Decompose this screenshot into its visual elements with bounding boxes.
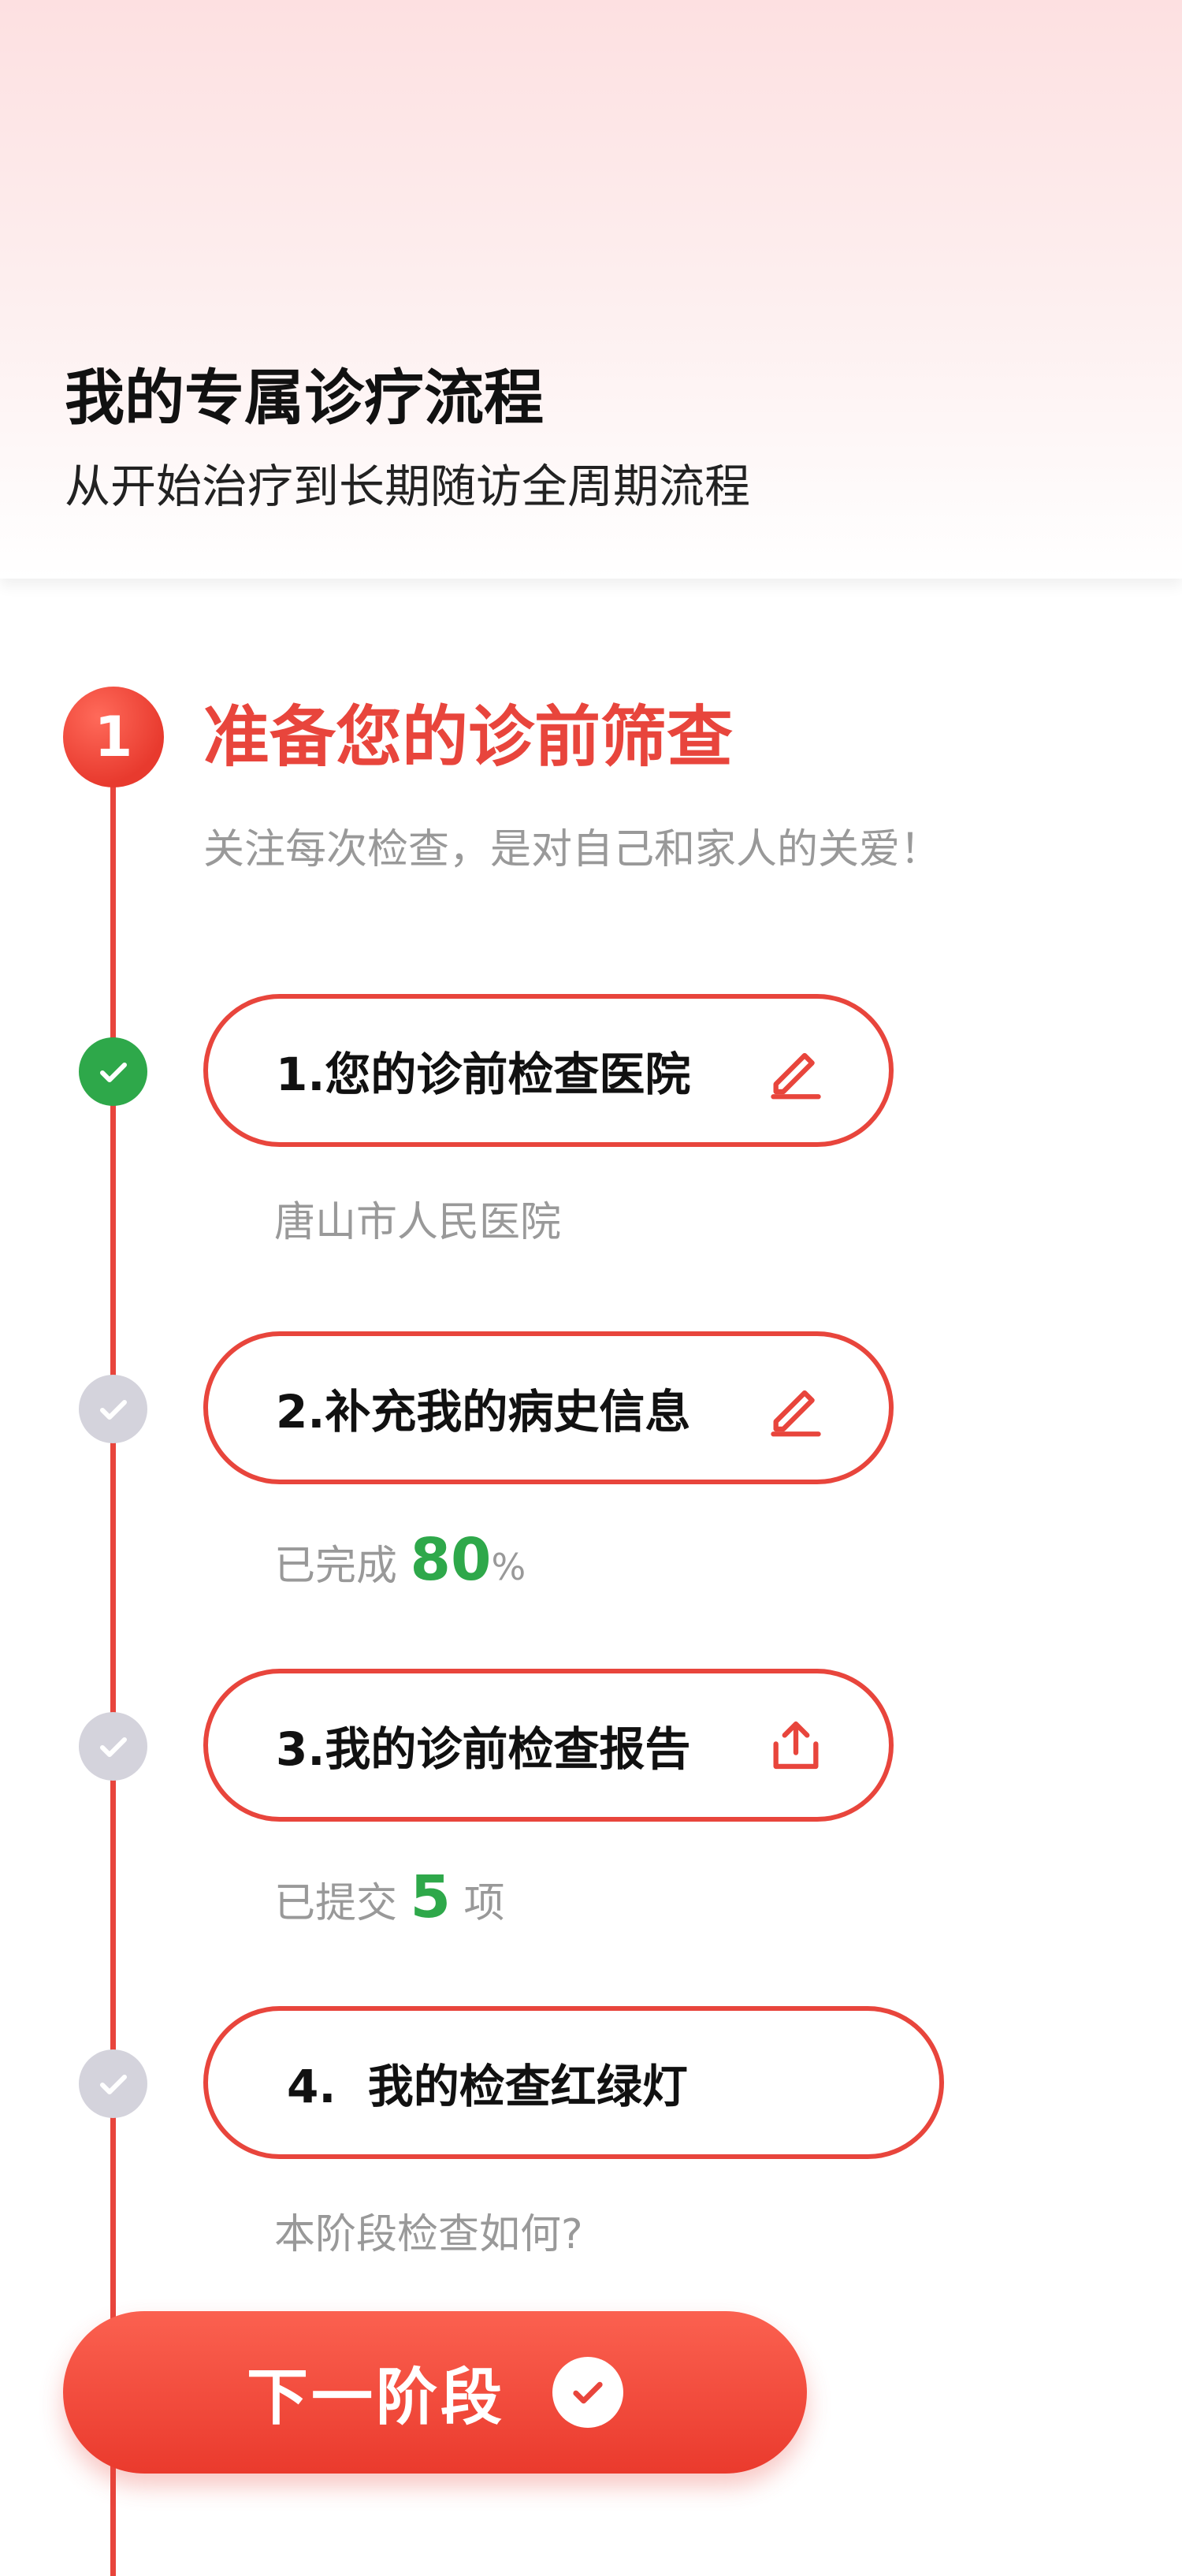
step-1-hospital-button[interactable]: 1.您的诊前检查医院 [203, 994, 894, 1147]
step-2-progress-text: 已完成 80% [274, 1524, 526, 1603]
stage-subtitle: 关注每次检查，是对自己和家人的关爱！ [203, 826, 942, 873]
upload-icon[interactable] [766, 1715, 826, 1775]
next-stage-label: 下一阶段 [246, 2362, 505, 2433]
step-1-status-check-icon [79, 1037, 147, 1106]
edit-icon[interactable] [766, 1378, 826, 1438]
next-stage-button[interactable]: 下一阶段 [63, 2311, 807, 2474]
step-3-label: 3.我的诊前检查报告 [276, 1722, 691, 1776]
timeline-line [110, 733, 116, 2576]
step-3-report-button[interactable]: 3.我的诊前检查报告 [203, 1669, 894, 1822]
step-3-submitted-suffix: 项 [451, 1880, 505, 1927]
step-4-label: 4. 我的检查红绿灯 [287, 2060, 688, 2113]
step-1-hospital-name: 唐山市人民医院 [274, 1199, 562, 1246]
page-subtitle: 从开始治疗到长期随访全周期流程 [65, 460, 751, 513]
step-3-submitted-prefix: 已提交 [274, 1880, 411, 1927]
step-2-progress-value: 80 [410, 1526, 492, 1594]
step-2-progress-prefix: 已完成 [274, 1543, 411, 1590]
step-2-medical-history-button[interactable]: 2.补充我的病史信息 [203, 1331, 894, 1484]
page-title: 我的专属诊疗流程 [65, 363, 544, 433]
step-3-submitted-value: 5 [410, 1863, 452, 1931]
step-3-submitted-text: 已提交 5 项 [274, 1862, 505, 1939]
page-header: 我的专属诊疗流程 从开始治疗到长期随访全周期流程 [0, 0, 1182, 579]
step-1-label: 1.您的诊前检查医院 [276, 1048, 691, 1101]
step-4-traffic-light-button[interactable]: 4. 我的检查红绿灯 [203, 2006, 944, 2159]
check-circle-icon [552, 2357, 623, 2428]
step-2-status-check-icon [79, 1375, 147, 1443]
step-4-question-text: 本阶段检查如何? [274, 2211, 583, 2258]
step-3-status-check-icon [79, 1712, 147, 1781]
edit-icon[interactable] [766, 1040, 826, 1100]
step-4-status-check-icon [79, 2049, 147, 2118]
stage-title: 准备您的诊前筛查 [203, 698, 734, 776]
stage-number-badge: 1 [63, 687, 164, 787]
step-2-label: 2.补充我的病史信息 [276, 1385, 691, 1439]
step-2-progress-suffix: % [491, 1546, 526, 1588]
